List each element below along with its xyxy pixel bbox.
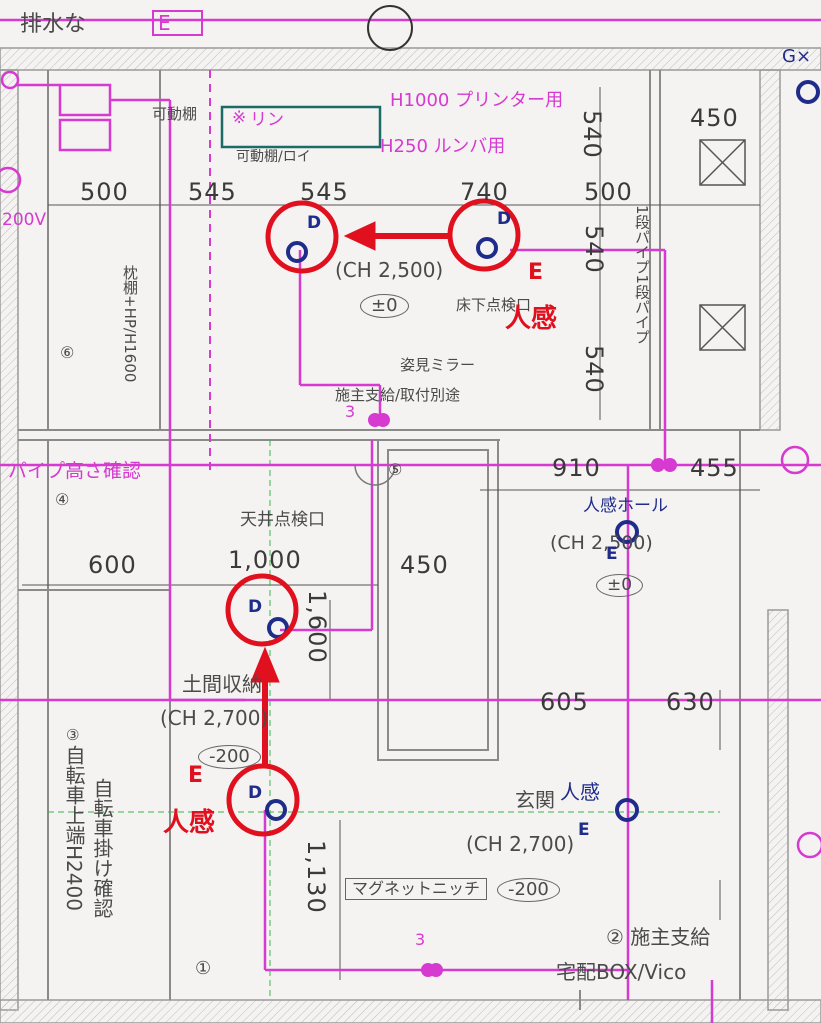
dimension-605: 605 bbox=[540, 688, 589, 716]
mirror-note: 施主支給/取付別途 bbox=[335, 386, 461, 404]
fixture-label-d: D bbox=[307, 213, 322, 233]
dimension-1130: 1,130 bbox=[302, 840, 330, 914]
light-fixtures bbox=[265, 80, 820, 822]
dimension-740: 740 bbox=[460, 178, 509, 206]
movable-shelf-label: 可動棚 bbox=[152, 105, 198, 123]
switch-count-upper: 3 bbox=[345, 402, 356, 421]
movable-shelf-label-2: 可動棚/ロイ bbox=[236, 149, 311, 165]
dimension-450-top: 450 bbox=[690, 104, 739, 132]
dimension-540-a: 540 bbox=[578, 110, 606, 159]
top-circle-symbol bbox=[367, 5, 413, 51]
bike-height-note: 自転車上端H2400 bbox=[62, 745, 86, 911]
pipe-height-note: パイプ高さ確認 bbox=[8, 460, 142, 482]
wiring-junctions bbox=[368, 413, 677, 977]
roomba-height-note: H250 ルンバ用 bbox=[380, 136, 506, 157]
dimension-450-mid: 450 bbox=[400, 551, 449, 579]
doma-ceiling-height: (CH 2,700) bbox=[160, 706, 269, 730]
dimension-630: 630 bbox=[666, 688, 715, 716]
dimension-540-c: 540 bbox=[580, 345, 608, 394]
red-annotations bbox=[225, 198, 521, 837]
top-right-label: G× bbox=[782, 46, 812, 67]
entrance-label: 玄関 bbox=[515, 788, 555, 812]
pipe-vertical-note: 1段パイプ1段パイプ bbox=[633, 205, 651, 345]
upper-ceiling-height: (CH 2,500) bbox=[335, 258, 444, 282]
delivery-box-label: 宅配BOX/Vico bbox=[556, 960, 687, 984]
fixture-label-d: D bbox=[248, 783, 263, 803]
entrance-ceiling-height: (CH 2,700) bbox=[466, 832, 575, 856]
room-number-3: ③ bbox=[66, 726, 80, 744]
electrical-wiring bbox=[0, 18, 821, 1023]
magnet-niche-label: マグネットニッチ bbox=[345, 878, 488, 900]
annotation-upper-letter: E bbox=[528, 260, 544, 285]
door-swing bbox=[354, 464, 396, 486]
dimension-500-left: 500 bbox=[80, 178, 129, 206]
owner-supply-label: ② 施主支給 bbox=[606, 925, 711, 949]
voltage-label: 200V bbox=[2, 210, 47, 230]
printer-height-note: H1000 プリンター用 bbox=[390, 90, 564, 111]
entrance-sensor-text: 人感 bbox=[560, 780, 600, 804]
fixture-label-d: D bbox=[248, 597, 263, 617]
dimension-455: 455 bbox=[690, 454, 739, 482]
room-number-6: ⑥ bbox=[60, 343, 75, 362]
dimension-545-left: 545 bbox=[188, 178, 237, 206]
mirror-label: 姿見ミラー bbox=[400, 356, 476, 374]
dimension-910: 910 bbox=[552, 454, 601, 482]
dimension-540-b: 540 bbox=[580, 225, 608, 274]
dimension-600: 600 bbox=[88, 551, 137, 579]
printer-box-label: リン bbox=[250, 110, 284, 130]
dimension-1600: 1,600 bbox=[303, 590, 331, 664]
upper-floor-level: ±0 bbox=[360, 294, 409, 318]
entrance-floor-level: -200 bbox=[497, 878, 560, 902]
hall-floor-level: ±0 bbox=[596, 574, 644, 597]
dimension-1000: 1,000 bbox=[228, 546, 302, 574]
printer-cabinet-box bbox=[220, 105, 382, 149]
ceiling-hatch-label: 天井点検口 bbox=[240, 510, 325, 530]
top-box-label: E bbox=[152, 10, 203, 36]
doma-floor-level: -200 bbox=[198, 745, 261, 769]
floor-hatch-label: 床下点検口 bbox=[456, 296, 532, 314]
room-number-4: ④ bbox=[55, 490, 70, 509]
hall-ceiling-height: (CH 2,500) bbox=[550, 532, 653, 554]
outlet-symbols bbox=[0, 70, 821, 859]
sensor-label-e: E bbox=[578, 820, 590, 840]
room-number-1: ① bbox=[195, 958, 212, 979]
closet-shelf-note: 枕棚+HP/H1600 bbox=[121, 265, 139, 383]
sensor-label-e: E bbox=[606, 544, 618, 564]
dimension-500-right: 500 bbox=[584, 178, 633, 206]
switch-count-lower: 3 bbox=[415, 930, 426, 949]
hall-sensor-label: 人感ホール bbox=[583, 496, 668, 516]
annotation-lower-letter: E bbox=[188, 763, 204, 788]
closet-x-marks bbox=[699, 139, 746, 351]
bike-hook-note: 自転車掛け確認 bbox=[90, 778, 114, 918]
room-number-5: ⑤ bbox=[388, 460, 403, 479]
drain-label: 排水な bbox=[20, 12, 87, 37]
red-arrows bbox=[250, 221, 448, 765]
fixture-label-d: D bbox=[497, 209, 512, 229]
annotation-lower-text: 人感 bbox=[163, 808, 216, 838]
annotation-upper-text: 人感 bbox=[505, 304, 558, 334]
shelf-note: ※ bbox=[232, 108, 247, 128]
dimension-545-right: 545 bbox=[300, 178, 349, 206]
doma-storage-label: 土間収納 bbox=[182, 672, 262, 696]
exterior-walls bbox=[0, 47, 821, 1023]
